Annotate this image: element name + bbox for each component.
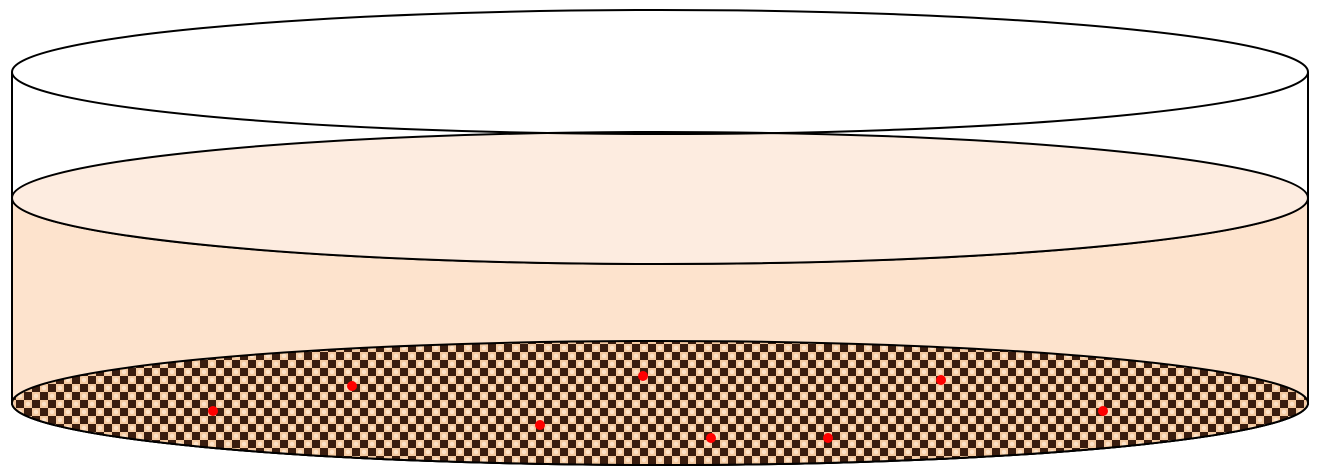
dish-bottom	[12, 341, 1308, 465]
cell-8	[1098, 406, 1108, 416]
cell-4	[638, 371, 648, 381]
cell-5	[706, 433, 716, 443]
cell-3	[535, 420, 545, 430]
cell-2	[347, 381, 357, 391]
medium-surface	[12, 132, 1308, 264]
cell-1	[208, 406, 218, 416]
cell-7	[936, 375, 946, 385]
cell-6	[823, 433, 833, 443]
